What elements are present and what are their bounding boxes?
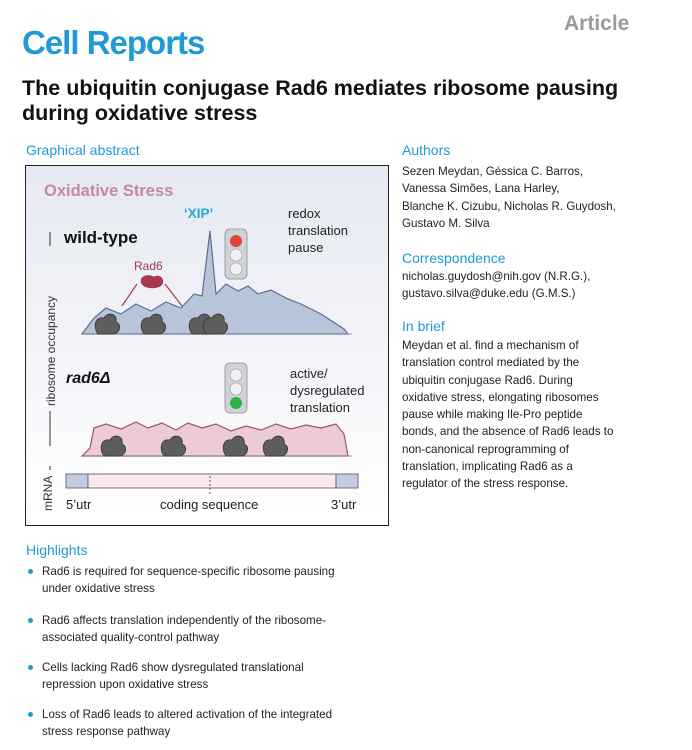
article-title: The ubiquitin conjugase Rad6 mediates ri… — [22, 76, 619, 125]
authors-heading: Authors — [402, 142, 451, 158]
email-line[interactable]: gustavo.silva@duke.edu (G.M.S.) — [402, 287, 576, 301]
highlight-line: under oxidative stress — [42, 582, 155, 595]
ribosome-icon — [222, 435, 248, 457]
y-axis-label: ribosome occupancy — [44, 296, 58, 406]
brief-line: regulator of the stress response. — [402, 477, 569, 491]
ribosome-icon — [202, 313, 228, 335]
mut-state-line-1: active/ — [290, 366, 328, 381]
correspondence-emails: nicholas.guydosh@nih.gov (N.R.G.), gusta… — [402, 268, 677, 303]
article-type: Article — [564, 12, 630, 35]
author-line: Vanessa Simões, Lana Harley, — [402, 182, 560, 196]
email-line[interactable]: nicholas.guydosh@nih.gov (N.R.G.), — [402, 270, 591, 283]
utr3-label: 3’utr — [331, 497, 357, 512]
brief-line: translation, implicating Rad6 as a — [402, 460, 573, 474]
ribosome-icon — [160, 435, 186, 457]
highlight-line: Loss of Rad6 leads to altered activation… — [42, 708, 333, 721]
highlights-heading: Highlights — [26, 542, 88, 558]
highlight-line: Cells lacking Rad6 show dysregulated tra… — [42, 661, 304, 674]
wildtype-occupancy-profile — [80, 230, 350, 335]
bullet-icon — [28, 712, 33, 717]
brief-line: oxidative stress, elongating ribosomes — [402, 390, 599, 404]
bullet-icon — [28, 569, 33, 574]
xip-label: ‘XIP’ — [184, 206, 213, 221]
authors-list: Sezen Meydan, Géssica C. Barros, Vanessa… — [402, 163, 677, 232]
brief-line: non-canonical reprogramming of — [402, 442, 569, 456]
author-line: Gustavo M. Silva — [402, 216, 490, 230]
brief-line: Meydan et al. find a mechanism of — [402, 339, 579, 352]
wt-state-line-2: translation — [288, 223, 348, 238]
bullet-icon — [28, 665, 33, 670]
utr5-segment — [65, 473, 89, 489]
correspondence-heading: Correspondence — [402, 250, 506, 266]
bullet-icon — [28, 618, 33, 623]
oxidative-stress-label: Oxidative Stress — [44, 182, 173, 200]
brief-line: translation control mediated by the — [402, 356, 580, 370]
rad6-label: Rad6 — [134, 259, 163, 273]
utr5-label: 5’utr — [66, 497, 92, 512]
highlight-line: associated quality-control pathway — [42, 631, 220, 644]
mrna-label: mRNA — [41, 476, 55, 511]
utr3-segment — [335, 473, 359, 489]
graphical-abstract-figure: Oxidative Stress ‘XIP’ wild-type Rad6 ra… — [26, 166, 388, 525]
panel-background — [26, 166, 388, 525]
mutant-label: rad6Δ — [66, 370, 111, 387]
highlight-line: Rad6 affects translation independently o… — [42, 614, 327, 627]
highlight-line: stress response pathway — [42, 725, 171, 738]
wildtype-label: wild-type — [63, 228, 138, 247]
brief-line: bonds, and the absence of Rad6 leads to — [402, 425, 614, 439]
brief-line: pause while making Ile-Pro peptide — [402, 408, 583, 422]
highlight-line: Rad6 is required for sequence-specific r… — [42, 565, 335, 578]
highlight-line: repression upon oxidative stress — [42, 678, 209, 691]
in-brief-text: Meydan et al. find a mechanism of transl… — [402, 337, 647, 493]
wt-state-line-3: pause — [288, 240, 323, 255]
mut-state-line-2: dysregulated — [290, 383, 364, 398]
rad6-link-left — [121, 283, 138, 307]
author-line: Blanche K. Cizubu, Nicholas R. Guydosh, — [402, 199, 616, 213]
journal-name: Cell Reports — [22, 24, 205, 61]
ribosome-icon — [262, 435, 288, 457]
mut-state-line-3: translation — [290, 400, 350, 415]
author-line: Sezen Meydan, Géssica C. Barros, — [402, 165, 584, 178]
brief-line: ubiquitin conjugase Rad6. During — [402, 373, 573, 387]
ribosome-icon — [94, 313, 120, 335]
rad6-protein — [140, 275, 164, 289]
traffic-light-bottom — [224, 362, 248, 414]
rad6-link-right — [164, 283, 183, 307]
traffic-light-top — [224, 228, 248, 280]
ribosome-icon — [100, 435, 126, 457]
graphical-abstract-heading: Graphical abstract — [26, 142, 140, 158]
cds-label: coding sequence — [160, 497, 258, 512]
in-brief-heading: In brief — [402, 318, 445, 334]
ribosome-icon — [140, 313, 166, 335]
wt-state-line-1: redox — [288, 206, 321, 221]
coding-sequence-segment — [87, 473, 337, 489]
